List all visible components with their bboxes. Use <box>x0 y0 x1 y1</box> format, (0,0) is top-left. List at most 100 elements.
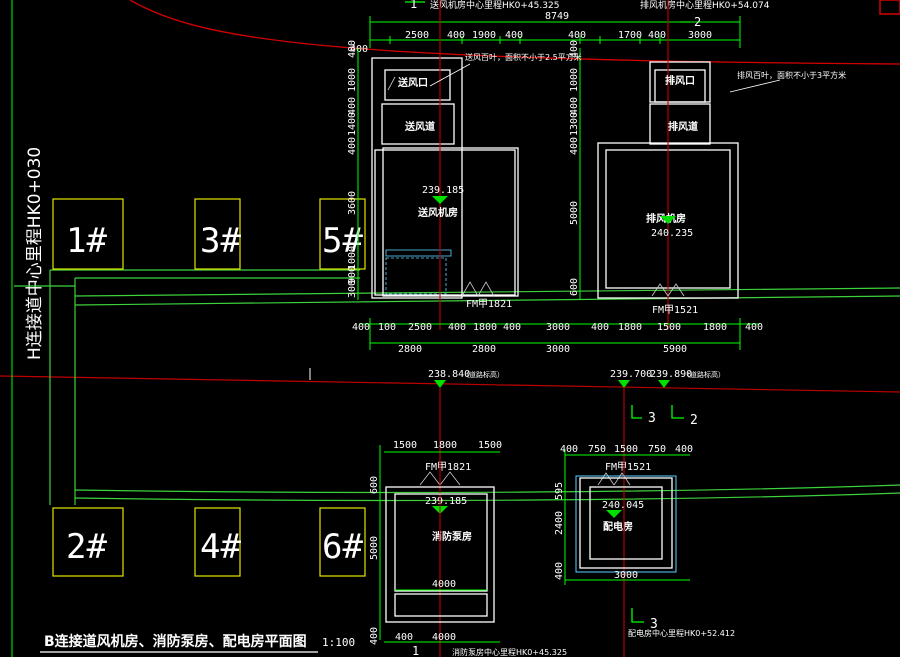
pillar-6 <box>319 507 366 577</box>
road-note-right: （道路标高） <box>683 370 725 379</box>
dim-power-top-2: 1500 <box>614 444 638 455</box>
label-supply-fan-room: 送风机房 <box>417 206 458 219</box>
road-line <box>0 375 900 393</box>
door-exhaust: FM甲1521 <box>652 305 698 316</box>
label-exhaust-vent: 排风口 <box>665 74 695 87</box>
dim-top-total: 8749 <box>545 11 569 22</box>
elev-road-right: 239.890 <box>650 369 692 380</box>
elev-power: 240.045 <box>602 500 644 511</box>
dim-top-6: 1700 <box>618 30 642 41</box>
dim-rv-5: 5000 <box>569 201 580 225</box>
dim-power-left-1: 2400 <box>554 511 565 535</box>
dim-mid2-2: 3000 <box>546 344 570 355</box>
note-top-right: 排风机房中心里程HK0+54.074 <box>640 0 770 11</box>
dim-rv-0: 400 <box>569 40 580 58</box>
section-2-mid: 2 <box>690 413 698 428</box>
dim-lv-7: 900 <box>347 266 358 284</box>
dim-mid-10: 1800 <box>703 322 727 333</box>
dim-power-left-0: 595 <box>554 482 565 500</box>
dim-top-0: 400 <box>350 44 368 55</box>
dim-mid2-3: 5900 <box>663 344 687 355</box>
dim-mid-0: 400 <box>352 322 370 333</box>
dim-rv-6: 600 <box>569 278 580 296</box>
pillar-label-2: 2# <box>66 527 107 567</box>
dim-lv-6: 1000 <box>347 246 358 270</box>
dim-lv-0: 400 <box>347 40 358 58</box>
pillar-label-1: 1# <box>66 221 107 261</box>
dim-power-left-2: 400 <box>554 562 565 580</box>
section-1-bottom: 1 <box>412 644 419 657</box>
section-3-mid: 3 <box>648 411 656 426</box>
dim-top-2: 400 <box>447 30 465 41</box>
drawing-scale: 1:100 <box>322 636 355 649</box>
pillar-4 <box>194 507 241 577</box>
dim-rv-3: 1300 <box>569 112 580 136</box>
section-2-top: 2 <box>694 15 701 29</box>
supply-building <box>371 57 519 299</box>
dim-top-4: 400 <box>505 30 523 41</box>
dim-power-top-3: 750 <box>648 444 666 455</box>
dim-rv-2: 400 <box>569 97 580 115</box>
pillar-1 <box>52 198 124 270</box>
dim-rv-1: 1000 <box>569 68 580 92</box>
dim-pump-top-0: 1500 <box>393 440 417 451</box>
pillar-5 <box>319 198 366 270</box>
dim-mid-9: 1500 <box>657 322 681 333</box>
dim-mid2-0: 2800 <box>398 344 422 355</box>
dim-pump-top-1: 1800 <box>433 440 457 451</box>
dim-mid-2: 2500 <box>408 322 432 333</box>
dim-mid-6: 3000 <box>546 322 570 333</box>
elev-road-mid: 239.700 <box>610 369 652 380</box>
road-curve <box>129 0 900 65</box>
dim-mid-4: 1800 <box>473 322 497 333</box>
pillar-label-6: 6# <box>322 527 363 567</box>
note-supply-louver: 送风百叶，面积不小于2.5平方米 <box>465 52 582 62</box>
dim-power-bottom-0: 3000 <box>614 570 638 581</box>
label-supply-duct: 送风道 <box>404 120 435 133</box>
dim-lv-8: 300 <box>347 280 358 298</box>
dim-mid-7: 400 <box>591 322 609 333</box>
label-power-room: 配电房 <box>603 520 633 533</box>
pillar-3 <box>194 198 241 270</box>
note-bottom-left: 消防泵房中心里程HK0+45.325 <box>452 647 567 657</box>
note-top-left: 送风机房中心里程HK0+45.325 <box>430 0 559 11</box>
dim-mid-8: 1800 <box>618 322 642 333</box>
pillar-label-4: 4# <box>200 527 241 567</box>
dim-lv-3: 1400 <box>347 112 358 136</box>
corner-marker <box>879 0 900 15</box>
dim-pump-bottom-2: 4000 <box>432 632 456 643</box>
dim-mid-11: 400 <box>745 322 763 333</box>
power-building <box>579 477 673 569</box>
dim-top-3: 1900 <box>472 30 496 41</box>
dim-lv-5: 3600 <box>347 191 358 215</box>
road-note-left: （道路标高） <box>462 370 504 379</box>
top-dims <box>369 16 741 48</box>
dim-lv-4: 400 <box>347 137 358 155</box>
elev-road-left: 238.840 <box>428 369 470 380</box>
dim-mid-1: 100 <box>378 322 396 333</box>
dim-pump-bottom-1: 400 <box>395 632 413 643</box>
dim-pump-top-2: 1500 <box>478 440 502 451</box>
drawing-title: B连接道风机房、消防泵房、配电房平面图 <box>44 633 307 650</box>
dim-top-7: 400 <box>648 30 666 41</box>
label-supply-vent: 送风口 <box>397 76 428 89</box>
dim-top-8: 3000 <box>688 30 712 41</box>
section-3-bottom: 3 <box>650 617 658 632</box>
dim-power-top-4: 400 <box>675 444 693 455</box>
pillar-2 <box>52 507 124 577</box>
dim-pump-left-0: 600 <box>369 476 380 494</box>
door-supply: FM甲1821 <box>466 299 512 310</box>
dim-top-1: 2500 <box>405 30 429 41</box>
dim-lv-1: 1000 <box>347 68 358 92</box>
dim-pump-bottom-0: 4000 <box>432 579 456 590</box>
dim-top-5: 400 <box>568 30 586 41</box>
label-fire-pump-room: 消防泵房 <box>432 530 472 543</box>
dim-pump-left-2: 400 <box>369 627 380 645</box>
door-power: FM甲1521 <box>605 462 651 473</box>
dim-mid2-1: 2800 <box>472 344 496 355</box>
section-1-top: 1 <box>410 0 417 11</box>
dim-mid-3: 400 <box>448 322 466 333</box>
elev-supply-fan: 239.185 <box>422 185 464 196</box>
